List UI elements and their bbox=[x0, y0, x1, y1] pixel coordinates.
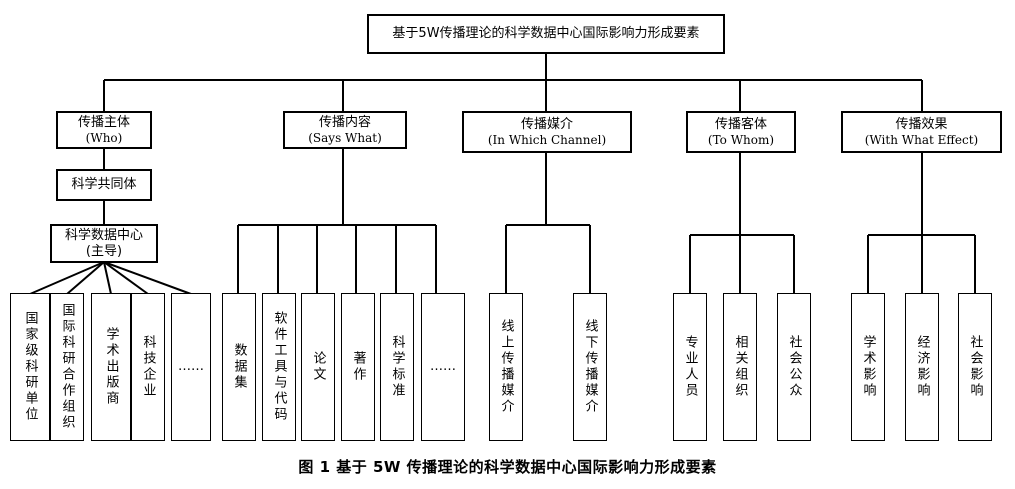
leaf-content-paper-label: 论文 bbox=[310, 351, 326, 383]
leaf-effect-social-label: 社会影响 bbox=[967, 335, 983, 399]
category-effect-label: 传播效果 bbox=[895, 116, 948, 132]
leaf-channel-online: 线上传播媒介 bbox=[489, 293, 523, 441]
leaf-effect-academic: 学术影响 bbox=[851, 293, 885, 441]
root-title: 基于5W传播理论的科学数据中心国际影响力形成要素 bbox=[392, 26, 700, 41]
category-effect-sub: (With What Effect) bbox=[864, 132, 979, 147]
root-node: 基于5W传播理论的科学数据中心国际影响力形成要素 bbox=[367, 14, 725, 54]
category-channel-label: 传播媒介 bbox=[520, 116, 573, 132]
leaf-audience-organizations: 相关组织 bbox=[723, 293, 757, 441]
leaf-who-tech-company: 科技企业 bbox=[131, 293, 165, 441]
category-says-what-sub: (Says What) bbox=[308, 130, 382, 145]
leaf-audience-organizations-label: 相关组织 bbox=[732, 335, 748, 399]
leaf-audience-professionals: 专业人员 bbox=[673, 293, 707, 441]
leaf-who-national-institute-label: 国家级科研单位 bbox=[22, 311, 38, 423]
leaf-effect-economic: 经济影响 bbox=[905, 293, 939, 441]
leaf-who-more-label: …… bbox=[178, 359, 204, 374]
data-center-label: 科学数据中心 bbox=[64, 227, 143, 243]
category-who: 传播主体 (Who) bbox=[56, 111, 152, 149]
leaf-who-intl-org-label: 国际科研合作组织 bbox=[59, 303, 75, 431]
leaf-content-software: 软件工具与代码 bbox=[262, 293, 296, 441]
category-to-whom-sub: (To Whom) bbox=[707, 132, 775, 147]
leaf-channel-offline: 线下传播媒介 bbox=[573, 293, 607, 441]
leaf-content-dataset: 数据集 bbox=[222, 293, 256, 441]
category-channel: 传播媒介 (In Which Channel) bbox=[462, 111, 632, 153]
leaf-content-dataset-label: 数据集 bbox=[231, 343, 247, 391]
leaf-who-intl-org: 国际科研合作组织 bbox=[50, 293, 84, 441]
leaf-who-publisher-label: 学术出版商 bbox=[103, 327, 119, 407]
leaf-content-book-label: 著作 bbox=[350, 351, 366, 383]
leaf-content-more: …… bbox=[421, 293, 465, 441]
category-to-whom: 传播客体 (To Whom) bbox=[686, 111, 796, 153]
leaf-content-standard: 科学标准 bbox=[380, 293, 414, 441]
leaf-who-more: …… bbox=[171, 293, 211, 441]
category-effect: 传播效果 (With What Effect) bbox=[841, 111, 1002, 153]
leaf-effect-academic-label: 学术影响 bbox=[860, 335, 876, 399]
leaf-audience-public: 社会公众 bbox=[777, 293, 811, 441]
community-node: 科学共同体 bbox=[56, 169, 152, 201]
category-says-what: 传播内容 (Says What) bbox=[283, 111, 407, 149]
leaf-content-more-label: …… bbox=[430, 359, 456, 374]
leaf-who-publisher: 学术出版商 bbox=[91, 293, 131, 441]
leaf-who-tech-company-label: 科技企业 bbox=[140, 335, 156, 399]
data-center-node: 科学数据中心 (主导) bbox=[50, 224, 158, 263]
leaf-content-software-label: 软件工具与代码 bbox=[271, 311, 287, 423]
leaf-channel-offline-label: 线下传播媒介 bbox=[582, 319, 598, 415]
leaf-who-national-institute: 国家级科研单位 bbox=[10, 293, 50, 441]
leaf-content-standard-label: 科学标准 bbox=[389, 335, 405, 399]
category-who-sub: (Who) bbox=[85, 130, 123, 145]
leaf-content-book: 著作 bbox=[341, 293, 375, 441]
community-label: 科学共同体 bbox=[71, 177, 137, 192]
category-who-label: 传播主体 bbox=[77, 114, 130, 130]
leaf-content-paper: 论文 bbox=[301, 293, 335, 441]
category-to-whom-label: 传播客体 bbox=[714, 116, 767, 132]
leaf-channel-online-label: 线上传播媒介 bbox=[498, 319, 514, 415]
leaf-audience-professionals-label: 专业人员 bbox=[682, 335, 698, 399]
data-center-sub: (主导) bbox=[85, 243, 123, 259]
leaf-audience-public-label: 社会公众 bbox=[786, 335, 802, 399]
leaf-effect-economic-label: 经济影响 bbox=[914, 335, 930, 399]
category-channel-sub: (In Which Channel) bbox=[487, 132, 607, 147]
leaf-effect-social: 社会影响 bbox=[958, 293, 992, 441]
category-says-what-label: 传播内容 bbox=[318, 114, 371, 130]
figure-caption: 图 1 基于 5W 传播理论的科学数据中心国际影响力形成要素 bbox=[298, 458, 717, 476]
